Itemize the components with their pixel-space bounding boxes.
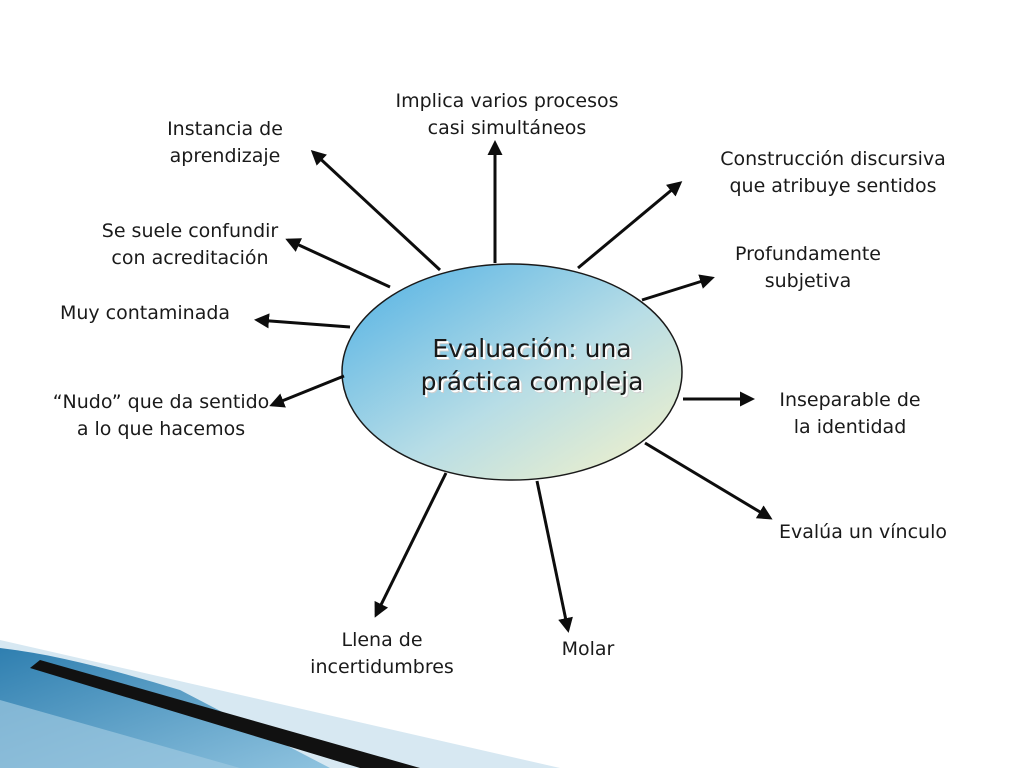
arrow-vinculo <box>644 441 773 520</box>
node-molar-line1: Molar <box>561 638 615 660</box>
node-nudo-line1: “Nudo” que da sentido <box>52 391 270 413</box>
node-nudo-line2: a lo que hacemos <box>76 418 246 440</box>
corner-dark-stripe <box>30 660 420 768</box>
node-construccion: Construcción discursiva que atribuye sen… <box>693 146 973 200</box>
center-ellipse <box>341 263 683 481</box>
arrow-construccion <box>577 181 683 270</box>
node-instancia-line1: Instancia de <box>167 118 283 140</box>
node-profundamente-line2: subjetiva <box>764 270 852 292</box>
node-implica: Implica varios procesos casi simultáneos <box>372 88 642 142</box>
corner-light-stripe <box>0 700 240 768</box>
arrow-nudo <box>269 374 345 408</box>
node-contaminada-line1: Muy contaminada <box>59 302 231 324</box>
node-nudo: “Nudo” que da sentido a lo que hacemos <box>30 389 292 443</box>
node-vinculo-line1: Evalúa un vínculo <box>779 521 947 543</box>
node-instancia-line2: aprendizaje <box>169 145 281 167</box>
arrow-instancia <box>310 149 442 272</box>
arrow-confundir <box>285 238 391 289</box>
node-profundamente-line1: Profundamente <box>735 243 881 265</box>
node-llena: Llena de incertidumbres <box>292 627 472 681</box>
center-title-line1: Evaluación: una <box>432 334 632 363</box>
node-implica-line2: casi simultáneos <box>427 117 587 139</box>
node-confundir-line2: con acreditación <box>111 247 269 269</box>
node-inseparable-line1: Inseparable de <box>779 389 921 411</box>
arrow-profundamente <box>641 274 715 302</box>
node-vinculo: Evalúa un vínculo <box>758 519 968 546</box>
corner-decoration <box>0 640 560 768</box>
node-implica-line1: Implica varios procesos <box>395 90 619 112</box>
node-confundir: Se suele confundir con acreditación <box>80 218 300 272</box>
node-contaminada: Muy contaminada <box>40 300 250 327</box>
node-profundamente: Profundamente subjetiva <box>713 241 903 295</box>
node-confundir-line1: Se suele confundir <box>101 220 279 242</box>
node-construccion-line1: Construcción discursiva <box>720 148 946 170</box>
node-instancia: Instancia de aprendizaje <box>145 116 305 170</box>
arrow-llena <box>374 472 448 618</box>
center-title-line2: práctica compleja <box>420 367 644 396</box>
node-inseparable: Inseparable de la identidad <box>755 387 945 441</box>
arrow-molar <box>535 480 573 633</box>
node-llena-line1: Llena de <box>341 629 423 651</box>
node-construccion-line2: que atribuye sentidos <box>729 175 937 197</box>
node-llena-line2: incertidumbres <box>310 656 454 678</box>
arrow-contaminada <box>254 313 351 329</box>
center-title: Evaluación: una práctica compleja <box>352 332 712 398</box>
node-molar: Molar <box>548 636 628 663</box>
node-inseparable-line2: la identidad <box>793 416 907 438</box>
